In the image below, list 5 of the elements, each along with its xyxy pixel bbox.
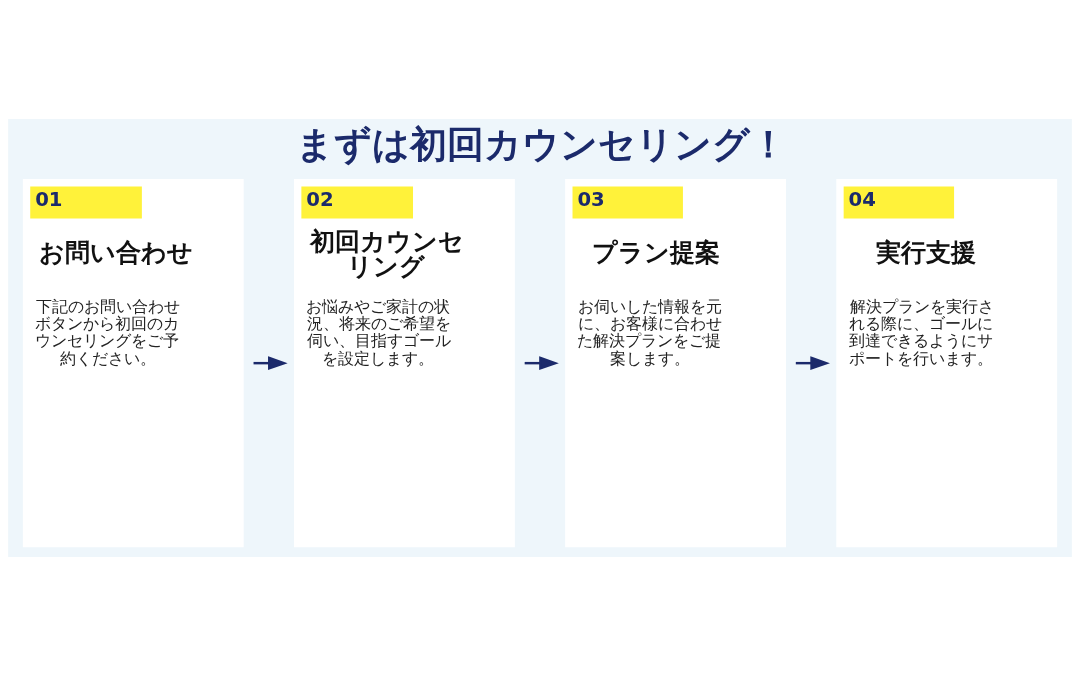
node-box: 01 お問い合わせ 下記のお問い合わせボタンから初回のカウンセリングをご予約ください。 [22,178,244,547]
diagram-title: まずは初回カウンセリング！ [295,122,787,166]
node-box: 04 実行支援 解決プランを実行される際に、ゴールに到達できるようにサポートを行います。 [836,178,1058,547]
node-box: 02 初回カウンセリング お悩みやご家計の状況、将来のご希望を伺い、目指すゴールを設定します。 [294,178,515,547]
node-box: 03 プラン提案 お伺いした情報を元に、お客様に合わせた解決プランをご提案します。 [565,178,786,547]
